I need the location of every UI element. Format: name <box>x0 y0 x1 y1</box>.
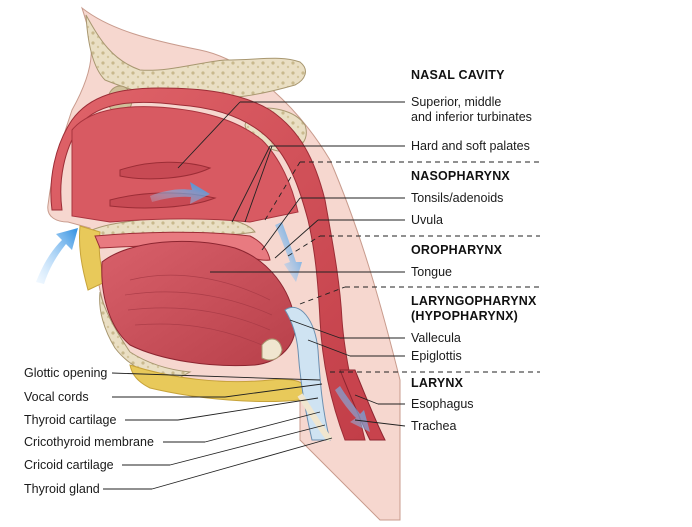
label-cricothyroid-membrane: Cricothyroid membrane <box>24 435 154 449</box>
label-tongue: Tongue <box>411 265 453 279</box>
label-thyroid-gland: Thyroid gland <box>24 482 100 496</box>
airflow-arrow-nostril <box>36 228 78 284</box>
label-uvula: Uvula <box>411 213 443 227</box>
airflow-arrow-nasal <box>150 182 210 204</box>
fat-tissue <box>79 225 311 402</box>
region-oropharynx: OROPHARYNX <box>411 243 503 257</box>
label-turbinates-line1: Superior, middle <box>411 95 502 109</box>
label-esophagus: Esophagus <box>411 397 474 411</box>
label-glottic-opening: Glottic opening <box>24 366 108 380</box>
region-laryngopharynx: LARYNGOPHARYNX <box>411 294 537 308</box>
region-hypopharynx: (HYPOPHARYNX) <box>411 309 519 323</box>
airflow-arrow-pharynx <box>275 222 302 282</box>
region-nasopharynx: NASOPHARYNX <box>411 169 510 183</box>
region-nasal-cavity: NASAL CAVITY <box>411 68 505 82</box>
tongue-shape <box>101 240 296 367</box>
label-hard-soft-palates: Hard and soft palates <box>411 139 530 153</box>
label-trachea: Trachea <box>411 419 457 433</box>
label-turbinates-line2: and inferior turbinates <box>411 110 532 124</box>
label-epiglottis: Epiglottis <box>411 349 462 363</box>
label-cricoid-cartilage: Cricoid cartilage <box>24 458 114 472</box>
region-dividers <box>264 161 540 373</box>
region-larynx: LARYNX <box>411 376 464 390</box>
label-vocal-cords: Vocal cords <box>24 390 89 404</box>
airway-tissue <box>50 87 366 441</box>
label-vallecula: Vallecula <box>411 331 461 345</box>
label-thyroid-cartilage: Thyroid cartilage <box>24 413 117 427</box>
leader-lines-left <box>103 372 333 490</box>
leader-lines-right <box>177 101 406 427</box>
label-tonsils-adenoids: Tonsils/adenoids <box>411 191 504 205</box>
